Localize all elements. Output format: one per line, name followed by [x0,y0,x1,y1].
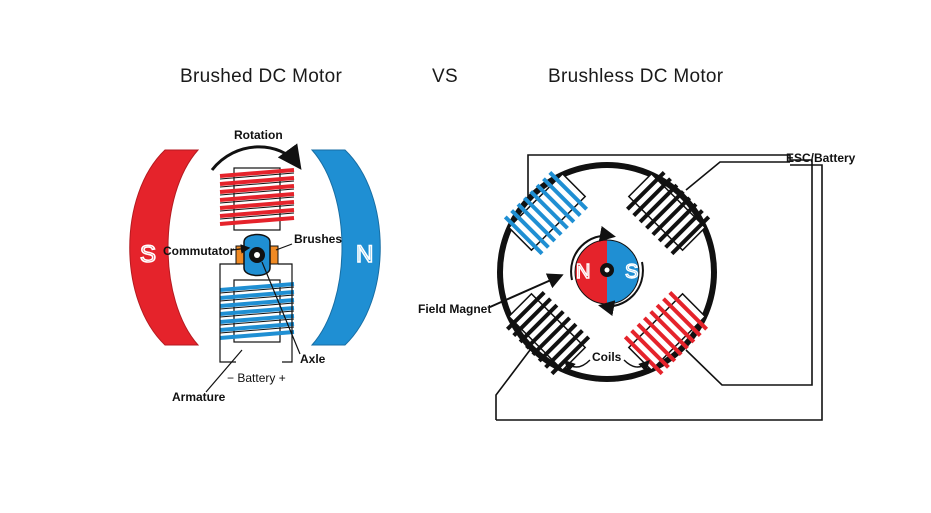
battery-wire-right [278,263,293,363]
brushed-title: Brushed DC Motor [180,66,343,87]
rotor-north-half [575,240,607,304]
magnet-left-pole: S [140,241,156,268]
commutator-label: Commutator [163,244,235,258]
armature-label: Armature [172,390,226,404]
battery-wire-left [219,263,240,363]
armature-coil-red [219,168,295,226]
brushes-leader [275,243,293,251]
battery-label: − Battery + [227,371,286,385]
north-magnet-right [310,149,381,346]
rotor-right-pole: S [625,261,638,283]
wire-top-left [527,154,790,196]
brushes-label: Brushes [294,232,343,246]
commutator-leader [231,244,251,254]
coils-label: Coils [592,350,622,364]
coil-bottom-right [623,290,709,376]
coils-arrow-right [623,359,650,372]
vs-label: VS [432,66,458,87]
field-magnet-label: Field Magnet [418,302,492,316]
axle-label: Axle [300,352,326,366]
esc-battery-label: ESC/Battery [786,151,856,165]
coil-bottom-left [505,290,591,376]
coil-top-right [625,170,711,256]
armature-coil-blue [219,282,295,340]
rotation-label: Rotation [234,128,283,142]
axle-leader [261,261,301,355]
brush-right [269,245,279,265]
wire-bottom-left [495,349,531,420]
rotor-left-pole: N [576,261,590,283]
rotation-arrow [210,143,302,171]
wire-esc-right [685,155,813,386]
wire-top-right [685,161,790,191]
rotor-south-half [607,240,639,304]
wire-bottom [496,164,823,421]
coil-top-left [503,170,589,256]
south-magnet-left [129,149,200,346]
armature-leader [205,349,243,393]
field-magnet-leader [489,273,564,308]
brushless-title: Brushless DC Motor [548,66,724,87]
coils-arrow-left [564,359,591,372]
rotor-rotation-arrow [570,225,616,281]
magnet-right-pole: N [356,241,373,268]
